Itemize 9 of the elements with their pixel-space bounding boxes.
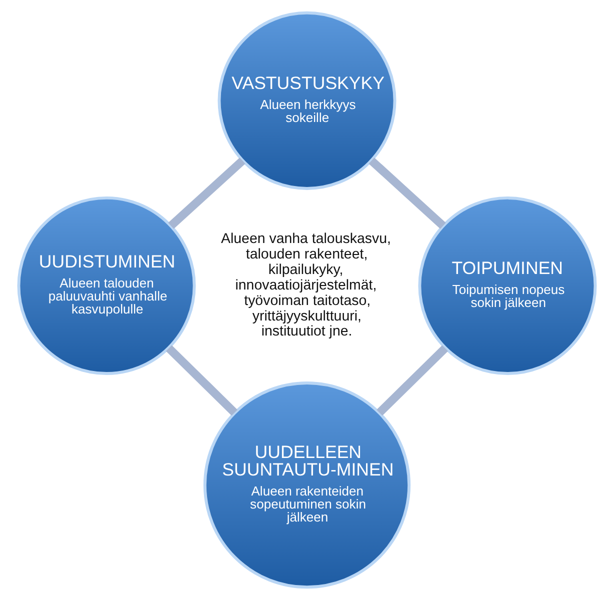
- label: Alueen vanha talouskasvu, talouden rakenteet, kilpailukyky, innovaatiojärjestelmät, työvoiman taitotaso, yrittäjyyskulttuuri, instituutiot jne.: [221, 231, 391, 340]
- node-circle: UUDELLEEN SUUNTAUTU-MINEN Alueen rakenteiden sopeutuminen sokin jälkeen: [203, 381, 411, 589]
- connector: [166, 345, 238, 416]
- connector: [368, 158, 446, 229]
- connector: [376, 345, 448, 416]
- connector: [168, 158, 246, 229]
- node-circle: VASTUSTUSKYKY Alueen herkkyys sokeille: [218, 11, 396, 190]
- node-circle: UUDISTUMINEN Alueen talouden paluuvauhti vanhalle kasvupolulle: [17, 196, 196, 375]
- node-circle: TOIPUMINEN Toipumisen nopeus sokin jälkeen: [418, 196, 597, 375]
